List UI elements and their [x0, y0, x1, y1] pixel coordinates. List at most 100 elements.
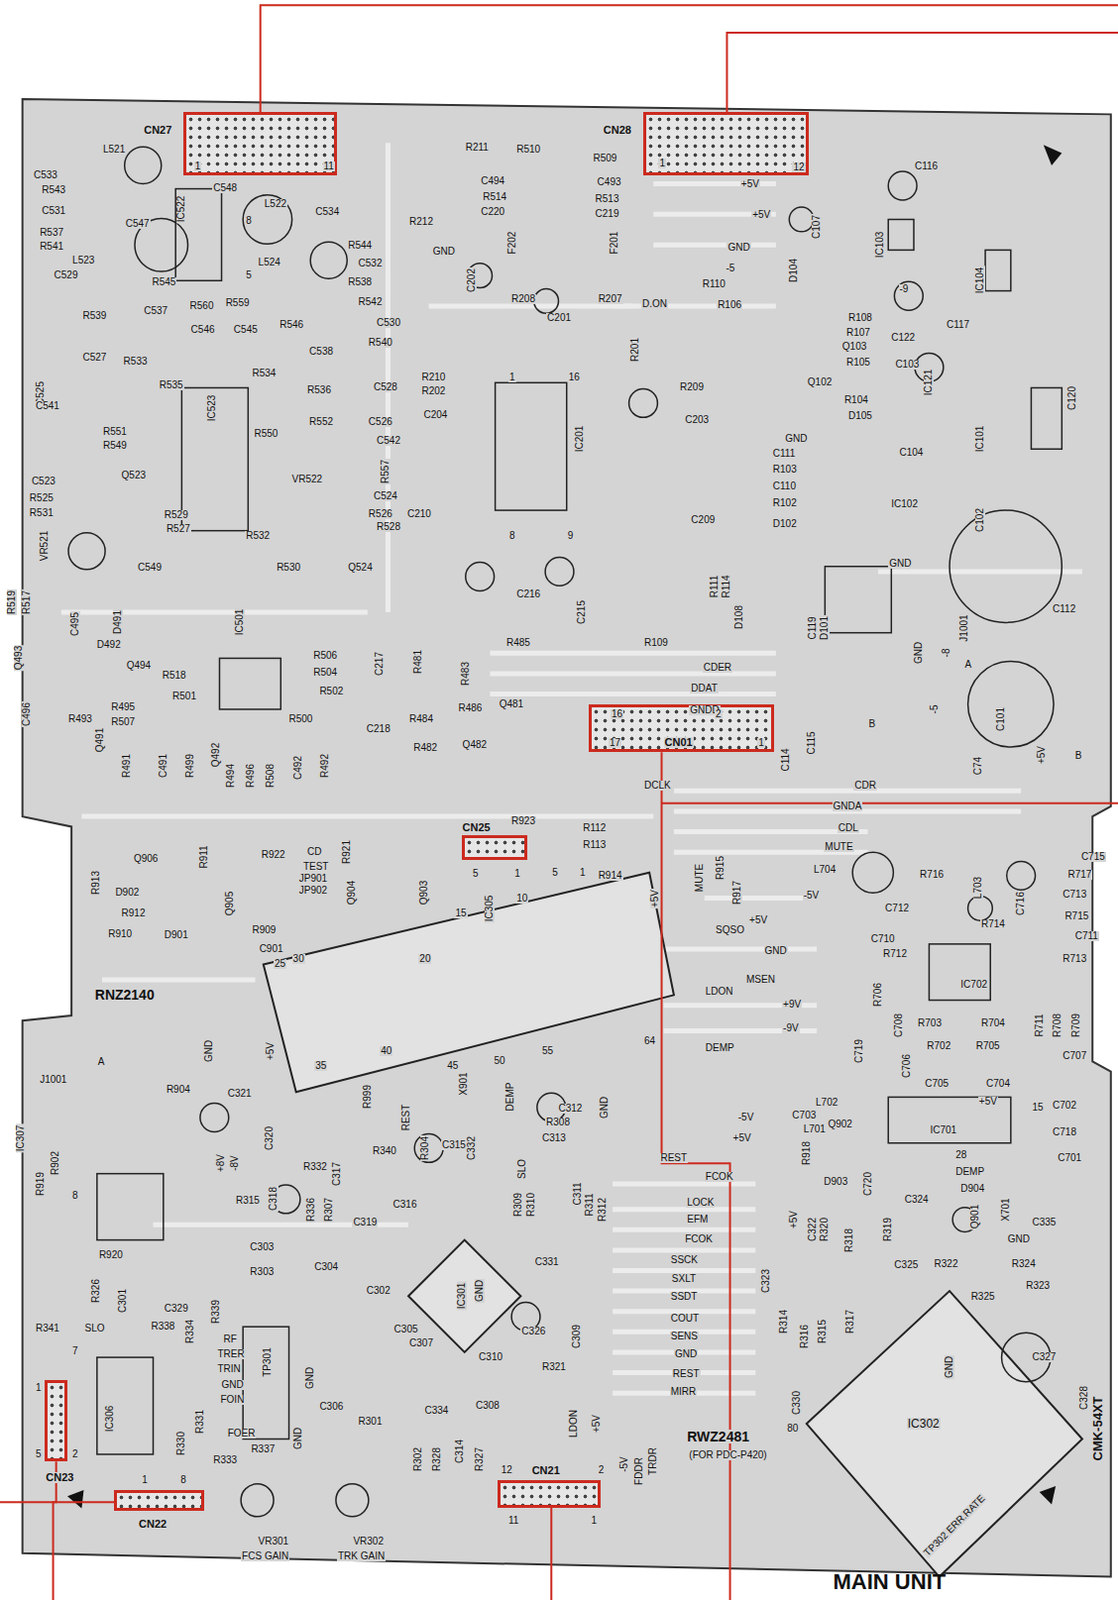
silkscreen-label: C308 — [474, 1401, 501, 1412]
silkscreen-label: Q491 — [95, 727, 106, 754]
silkscreen-label: 1 — [658, 158, 667, 169]
silkscreen-label: R549 — [102, 441, 128, 451]
silkscreen-label: C538 — [308, 346, 335, 357]
trace — [81, 814, 654, 820]
capacitor-symbol — [335, 1484, 369, 1518]
connector-label: CN25 — [461, 822, 492, 834]
silkscreen-label: GND — [305, 1366, 316, 1391]
silkscreen-label: IC702 — [959, 980, 989, 991]
silkscreen-label: R532 — [244, 531, 271, 542]
silkscreen-label: SQSO — [714, 925, 746, 936]
connector-label: CN27 — [142, 124, 173, 136]
silkscreen-label: Q902 — [826, 1119, 853, 1130]
trace — [385, 142, 391, 613]
silkscreen-label: C527 — [81, 352, 108, 363]
marker-triangle — [1039, 1486, 1056, 1506]
silkscreen-label: C302 — [365, 1286, 392, 1297]
silkscreen-label: TEST — [302, 862, 331, 873]
silkscreen-label: R318 — [844, 1228, 855, 1254]
capacitors — [68, 146, 1062, 1517]
silkscreen-label: D104 — [788, 257, 799, 284]
silkscreen-label: R211 — [464, 142, 490, 153]
silkscreen-label: D904 — [959, 1184, 986, 1195]
silkscreen-label: C718 — [1051, 1127, 1078, 1138]
silkscreen-label: C310 — [477, 1352, 504, 1363]
silkscreen-label: A — [963, 660, 973, 671]
silkscreen-label: R529 — [163, 510, 190, 521]
silkscreen-label: 2 — [71, 1450, 80, 1460]
silkscreen-label: R201 — [630, 336, 641, 363]
silkscreen-label: 15 — [453, 908, 467, 919]
silkscreen-label: 17 — [608, 738, 622, 749]
silkscreen-label: C201 — [546, 313, 572, 324]
silkscreen-label: 2 — [714, 709, 723, 720]
silkscreen-label: RNZ2140 — [94, 988, 156, 1003]
silkscreen-label: R517 — [21, 589, 32, 616]
silkscreen-label: R102 — [772, 498, 798, 509]
silkscreen-label: R919 — [35, 1171, 46, 1198]
ic-outline — [928, 944, 991, 1002]
trace — [489, 691, 776, 697]
ic-packages — [263, 873, 1083, 1578]
silkscreen-label: R543 — [40, 185, 67, 196]
trace — [489, 651, 776, 657]
silkscreen-label: R915 — [715, 855, 726, 882]
silkscreen-label: C219 — [594, 209, 621, 220]
silkscreen-label: FOIN — [219, 1395, 245, 1406]
silkscreen-label: R303 — [248, 1267, 275, 1278]
silkscreen-label: 1 — [578, 868, 587, 879]
silkscreen-label: R546 — [278, 320, 305, 331]
silkscreen-label: R492 — [320, 753, 331, 780]
silkscreen-label: R302 — [413, 1447, 424, 1473]
silkscreen-label: C549 — [136, 562, 163, 573]
silkscreen-label: R486 — [457, 703, 484, 714]
silkscreen-label: R538 — [346, 277, 373, 288]
silkscreen-label: R493 — [67, 714, 94, 725]
silkscreen-label: C316 — [392, 1200, 419, 1211]
silkscreen-label: R545 — [150, 277, 177, 288]
connector-box: CN27 — [183, 111, 337, 176]
silkscreen-label: 5 — [34, 1450, 43, 1460]
silkscreen-label: X901 — [458, 1071, 469, 1097]
silkscreen-label: R540 — [367, 337, 394, 348]
silkscreen-label: REST — [671, 1369, 701, 1380]
silkscreen-label: C309 — [571, 1325, 582, 1351]
silkscreen-label: C314 — [454, 1439, 465, 1465]
silkscreen-label: TRK GAIN — [336, 1552, 386, 1563]
silkscreen-label: C319 — [351, 1218, 378, 1229]
silkscreen-label: +8V — [216, 1153, 226, 1174]
silkscreen-label: CD — [306, 847, 323, 858]
silkscreen-label: GND — [913, 641, 924, 666]
capacitor-symbol — [534, 289, 559, 315]
silkscreen-label: GND — [888, 559, 912, 569]
silkscreen-label: R334 — [185, 1319, 196, 1345]
silkscreen-label: 1 — [508, 372, 517, 383]
capacitor-symbol — [1006, 861, 1036, 891]
silkscreen-label: C328 — [1079, 1385, 1090, 1412]
silkscreen-label: C320 — [264, 1125, 275, 1152]
silkscreen-label: DEMP — [704, 1043, 736, 1054]
silkscreen-label: C334 — [424, 1406, 450, 1417]
silkscreen-label: C218 — [365, 724, 392, 735]
silkscreen-label: C330 — [791, 1390, 802, 1417]
silkscreen-label: 30 — [292, 954, 306, 965]
silkscreen-label: COUT — [670, 1314, 700, 1325]
silkscreen-label: -5V — [802, 891, 821, 901]
silkscreen-label: R307 — [324, 1197, 335, 1224]
wire — [726, 32, 1118, 112]
silkscreen-label: R706 — [873, 982, 884, 1008]
ic-outline — [888, 1097, 1011, 1143]
silkscreen-label: Q493 — [13, 645, 24, 671]
silkscreen-label: C542 — [375, 436, 402, 447]
silkscreen-label: R531 — [28, 508, 55, 519]
silkscreen-label: +5V — [591, 1414, 602, 1435]
silkscreen-label: R912 — [120, 908, 147, 919]
silkscreen-label: C701 — [1056, 1153, 1083, 1164]
silkscreen-label: VR522 — [291, 474, 325, 485]
silkscreen-label: R315 — [234, 1196, 261, 1207]
silkscreen-label: (FOR PDC-P420) — [687, 1451, 768, 1461]
silkscreen-label: R332 — [302, 1162, 329, 1173]
silkscreen-label: R705 — [975, 1041, 1002, 1052]
silkscreen-label: GND — [764, 946, 788, 957]
silkscreen-label: MAIN UNIT — [832, 1571, 948, 1594]
